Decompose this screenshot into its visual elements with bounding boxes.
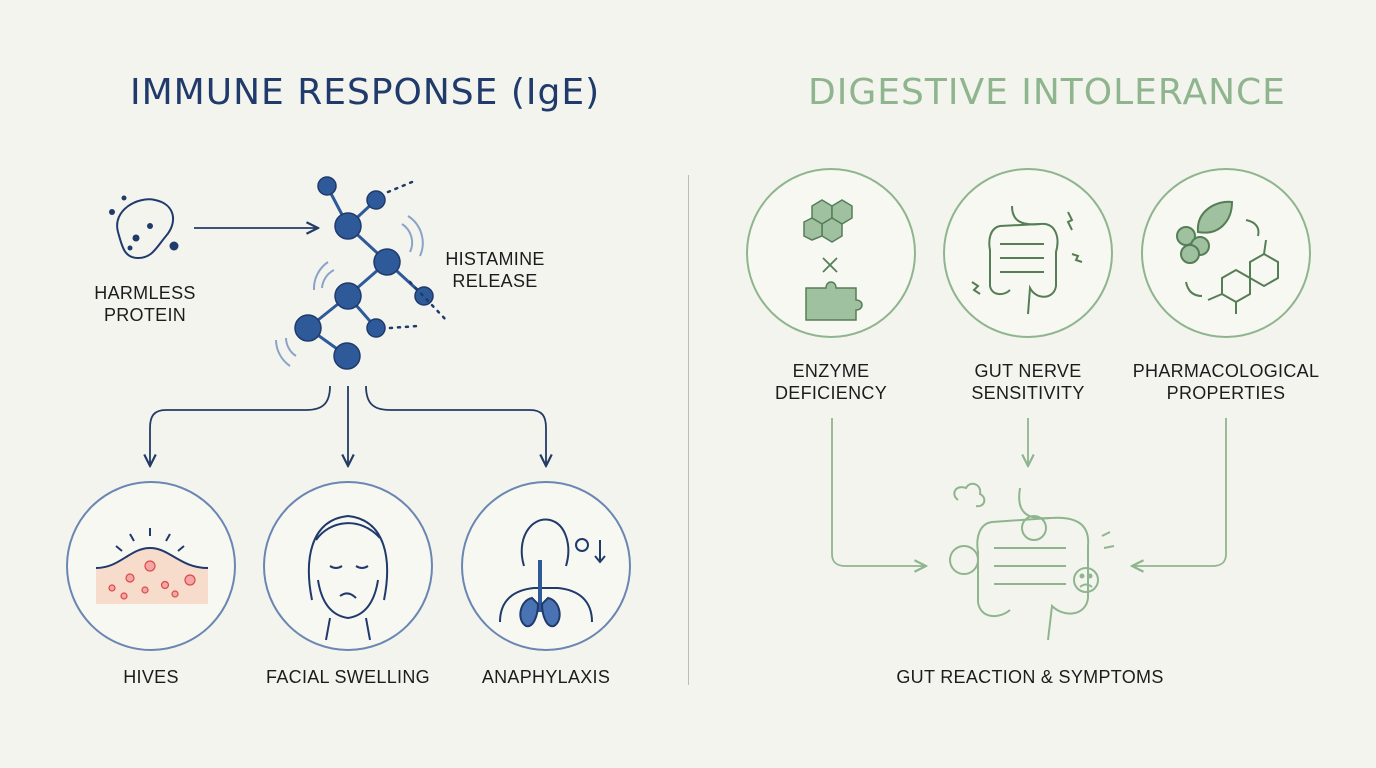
digestive-flow-arrows [831, 418, 1227, 566]
digestive-title: DIGESTIVE INTOLERANCE [808, 72, 1286, 113]
anaphylaxis-icon [461, 481, 631, 651]
gut-nerve-sensitivity-label: GUT NERVE SENSITIVITY [971, 361, 1085, 403]
trigger-label: HARMLESS PROTEIN [94, 283, 196, 325]
pharmacological-properties-icon [1141, 168, 1311, 338]
enzyme-deficiency-label: ENZYME DEFICIENCY [774, 361, 887, 403]
gut-reaction-label: GUT REACTION & SYMPTOMS [896, 667, 1164, 687]
pharmacological-properties-label: PHARMACOLOGICAL PROPERTIES [1132, 361, 1320, 403]
section-divider [688, 175, 689, 685]
gut-reaction-icon [949, 482, 1115, 641]
hives-label: HIVES [123, 667, 179, 687]
facial-swelling-icon [263, 481, 433, 651]
gut-nerve-sensitivity-icon [943, 168, 1113, 338]
facial-swelling-label: FACIAL SWELLING [266, 667, 430, 687]
enzyme-deficiency-icon [746, 168, 916, 338]
hives-icon [66, 481, 236, 651]
protein-icon [109, 195, 179, 260]
anaphylaxis-label: ANAPHYLAXIS [481, 667, 611, 687]
immune-branch-arrows [150, 385, 546, 466]
histamine-molecule-icon [275, 176, 450, 370]
histamine-release-label: HISTAMINE RELEASE [445, 249, 545, 291]
immune-title: IMMUNE RESPONSE (IgE) [130, 72, 601, 113]
